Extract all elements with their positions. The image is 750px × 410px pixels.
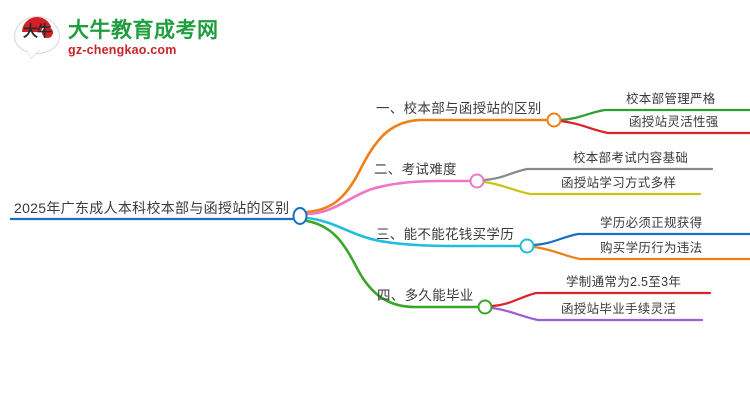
leaf-line-4-1 (490, 291, 712, 308)
leaf-line-2-1 (482, 167, 714, 182)
leaf-label-2-2[interactable]: 函授站学习方式多样 (561, 176, 677, 190)
logo-red-dot (41, 26, 54, 39)
leaf-label-1-2[interactable]: 函授站灵活性强 (629, 115, 719, 129)
site-title: 大牛教育成考网 (68, 19, 219, 42)
branch-node-circle-1[interactable] (546, 112, 562, 128)
root-node-label[interactable]: 2025年广东成人本科校本部与函授站的区别 (14, 200, 290, 216)
branch-node-circle-2[interactable] (469, 173, 485, 189)
branch-label-3[interactable]: 三、能不能花钱买学历 (376, 227, 514, 242)
branch-line-2 (305, 179, 472, 216)
branch-node-circle-3[interactable] (519, 238, 535, 254)
leaf-label-3-2[interactable]: 购买学历行为违法 (600, 241, 703, 255)
leaf-line-3-1 (532, 232, 750, 247)
leaf-label-1-1[interactable]: 校本部管理严格 (626, 92, 716, 106)
leaf-line-4-2 (490, 306, 704, 322)
branch-node-circle-4[interactable] (477, 299, 493, 315)
branch-label-1[interactable]: 一、校本部与函授站的区别 (376, 101, 542, 116)
leaf-label-2-1[interactable]: 校本部考试内容基础 (573, 151, 689, 165)
leaf-label-4-2[interactable]: 函授站毕业手续灵活 (561, 302, 677, 316)
branch-label-2[interactable]: 二、考试难度 (374, 162, 457, 177)
leaf-line-1-2 (558, 119, 750, 135)
branch-line-4 (305, 219, 480, 309)
leaf-label-4-1[interactable]: 学制通常为2.5至3年 (566, 275, 682, 289)
logo-mark-glyphs: 大牛 (22, 23, 52, 40)
branch-label-4[interactable]: 四、多久能毕业 (377, 288, 474, 303)
leaf-label-3-1[interactable]: 学历必须正规获得 (600, 216, 703, 230)
site-logo-header: 大牛 大牛教育成考网 gz-chengkao.com (14, 12, 234, 64)
leaf-line-2-2 (482, 180, 702, 196)
branch-line-3 (305, 216, 522, 248)
leaf-line-1-1 (558, 108, 750, 122)
branch-line-1 (305, 118, 550, 214)
brand-logo-icon: 大牛 (14, 16, 60, 60)
site-domain: gz-chengkao.com (68, 43, 177, 57)
logo-text-block: 大牛教育成考网 gz-chengkao.com (68, 19, 219, 57)
leaf-line-3-2 (532, 245, 750, 261)
speech-bubble-tail (26, 49, 40, 58)
root-node-circle[interactable] (292, 207, 308, 225)
